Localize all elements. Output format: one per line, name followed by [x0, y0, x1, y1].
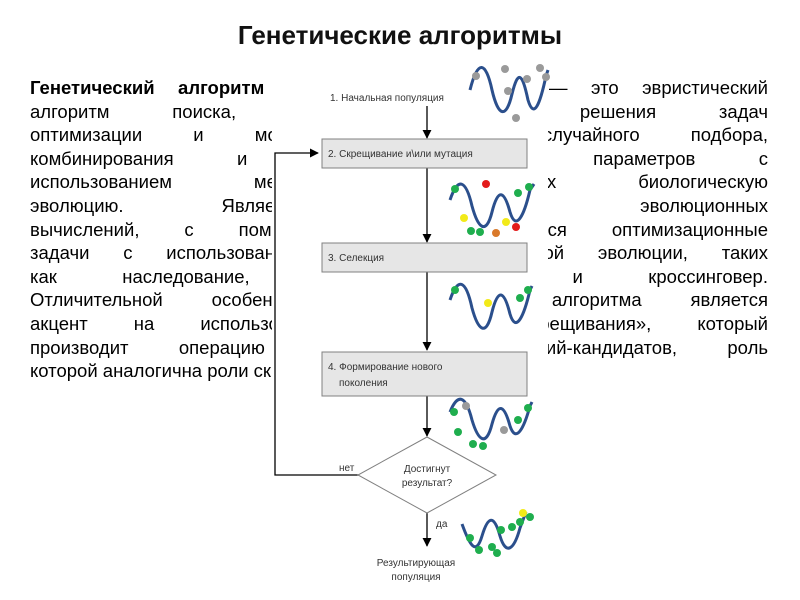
individual-dot: [469, 440, 477, 448]
individual-dot: [525, 183, 533, 191]
page-title: Генетические алгоритмы: [237, 20, 563, 50]
step-crossover-box: [321, 138, 528, 169]
individual-dot: [492, 229, 500, 237]
step-initial-population-label: 1. Начальная популяция: [330, 93, 444, 104]
individual-dot: [472, 72, 480, 80]
bold-term: Генетический алгоритм: [30, 77, 265, 98]
decision-label-1: Достигнут: [404, 464, 451, 475]
individual-dot: [502, 218, 510, 226]
decision-diamond: [356, 436, 498, 514]
step-new-generation-label-2: поколения: [339, 378, 388, 389]
individual-dot: [497, 526, 505, 534]
step-new-generation-label-1: 4. Формирование нового: [328, 362, 443, 373]
individual-dot: [466, 534, 474, 542]
individual-dot: [482, 180, 490, 188]
fitness-curve: [468, 66, 550, 113]
individual-dot: [514, 416, 522, 424]
population-initial-illustration: [468, 64, 550, 122]
individual-dot: [524, 286, 532, 294]
individual-dot: [479, 442, 487, 450]
individual-dot: [460, 214, 468, 222]
individual-dot: [501, 65, 509, 73]
individual-dot: [450, 408, 458, 416]
individual-dot: [488, 543, 496, 551]
individual-dot: [516, 294, 524, 302]
step-selection-box: [321, 242, 528, 273]
individual-dot: [500, 426, 508, 434]
individual-dot: [454, 428, 462, 436]
individual-dot: [475, 546, 483, 554]
individual-dot: [451, 286, 459, 294]
fitness-curve: [448, 283, 534, 330]
individual-dot: [504, 87, 512, 95]
result-population-label-2: популяция: [391, 572, 440, 583]
loop-back-arrow: [274, 148, 359, 476]
individual-dot: [524, 404, 532, 412]
individual-dot: [476, 228, 484, 236]
individual-dot: [484, 299, 492, 307]
step-new-generation-box: [321, 351, 528, 397]
individual-dot: [467, 227, 475, 235]
population-result-illustration: [460, 509, 534, 557]
step-crossover-label: 2. Скрещивание и\или мутация: [328, 149, 473, 160]
individual-dot: [451, 185, 459, 193]
individual-dot: [523, 75, 531, 83]
individual-dot: [526, 513, 534, 521]
no-label: нет: [339, 463, 355, 474]
population-selection-illustration: [448, 283, 534, 330]
individual-dot: [493, 549, 501, 557]
fitness-curve: [448, 182, 536, 228]
population-crossover-illustration: [448, 180, 536, 237]
individual-dot: [519, 509, 527, 517]
individual-dot: [516, 518, 524, 526]
individual-dot: [536, 64, 544, 72]
population-new-generation-illustration: [448, 397, 534, 450]
individual-dot: [514, 189, 522, 197]
individual-dot: [462, 402, 470, 410]
result-population-label-1: Результирующая: [377, 558, 455, 569]
individual-dot: [512, 114, 520, 122]
individual-dot: [508, 523, 516, 531]
fitness-curve: [460, 511, 528, 550]
individual-dot: [512, 223, 520, 231]
individual-dot: [542, 73, 550, 81]
decision-label-2: результат?: [402, 478, 453, 489]
yes-label: да: [436, 519, 448, 530]
step-selection-label: 3. Селекция: [328, 253, 384, 264]
